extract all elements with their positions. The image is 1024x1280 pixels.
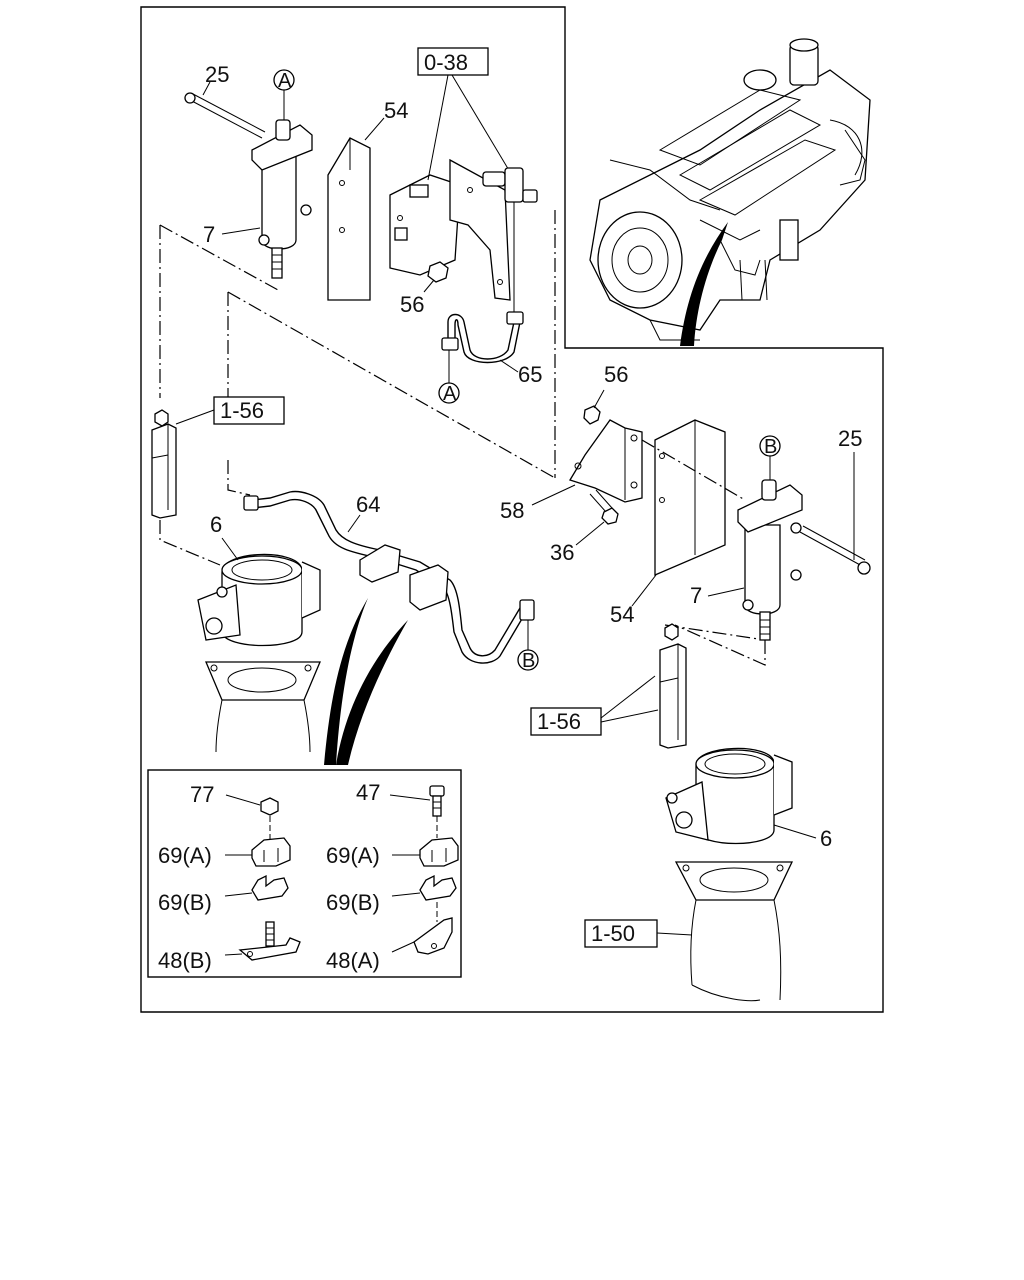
callout-a-bottom: A xyxy=(443,383,457,405)
callout-54-right: 54 xyxy=(610,602,634,627)
inset-label-69b-right: 69(B) xyxy=(326,890,380,915)
leader-dashed-9 xyxy=(664,624,766,641)
leader-dashed-1 xyxy=(159,224,279,291)
inset-label-47: 47 xyxy=(356,780,380,805)
sensor-rod-left xyxy=(151,409,177,519)
callout-36: 36 xyxy=(550,540,574,565)
inset-bolt-47 xyxy=(389,785,445,817)
bracket-54-top xyxy=(327,137,371,301)
bolt-25-top-left xyxy=(184,81,266,139)
pipe-65 xyxy=(441,311,524,364)
inset-label-69a-left: 69(A) xyxy=(158,843,212,868)
actuator-top-left xyxy=(251,119,313,279)
actuator-right xyxy=(737,479,803,641)
inset-clamp-69b-right xyxy=(391,874,457,901)
inset-label-48b: 48(B) xyxy=(158,948,212,973)
bolt-25-right xyxy=(799,525,871,575)
callout-56-top: 56 xyxy=(400,292,424,317)
sensor-rod-right xyxy=(659,623,687,749)
bracket-54-right xyxy=(654,419,726,576)
tee-fitting xyxy=(482,167,538,318)
engine-pointer xyxy=(680,222,728,346)
ref-box-1-56-left xyxy=(213,396,285,425)
callout-6-left: 6 xyxy=(210,512,222,537)
inset-nut-77 xyxy=(225,794,279,816)
callout-7-right: 7 xyxy=(690,583,702,608)
exhaust-valve-left xyxy=(197,553,321,753)
callout-0-38: 0-38 xyxy=(424,50,468,75)
inset-label-48a: 48(A) xyxy=(326,948,380,973)
leader-dashed-6 xyxy=(159,520,221,566)
callout-25-right: 25 xyxy=(838,426,862,451)
callout-6-right: 6 xyxy=(820,826,832,851)
inset-bracket-48a xyxy=(391,902,453,955)
leader-dashed-10 xyxy=(674,624,766,666)
inset-clamp-69a-left xyxy=(225,837,291,867)
callout-64: 64 xyxy=(356,492,380,517)
engine-illustration xyxy=(589,38,871,341)
inset-clamp-69a-right xyxy=(392,837,459,867)
bolt-36 xyxy=(589,489,619,525)
callout-a-top: A xyxy=(278,70,292,92)
callout-54-top: 54 xyxy=(384,98,408,123)
inset-pointer xyxy=(324,598,368,765)
ref-box-0-38 xyxy=(417,47,489,76)
leader-dashed-8 xyxy=(641,439,746,501)
nut-56-top xyxy=(427,261,449,283)
inset-label-69b-left: 69(B) xyxy=(158,890,212,915)
inset-box xyxy=(147,769,462,978)
callout-b-left: B xyxy=(522,650,535,672)
callout-56-right: 56 xyxy=(604,362,628,387)
callout-1-56-left: 1-56 xyxy=(220,398,264,423)
ref-box-1-56-right xyxy=(530,707,602,736)
exhaust-valve-right xyxy=(665,747,794,1002)
pipe-64 xyxy=(243,490,535,664)
bracket-58 xyxy=(569,419,643,503)
callout-1-50: 1-50 xyxy=(591,921,635,946)
inset-stud-48b xyxy=(224,921,301,961)
leader-dashed-7 xyxy=(227,460,251,496)
inset-pointer-2 xyxy=(336,620,408,765)
diagram-frame xyxy=(140,6,884,1013)
leader-dashed-3 xyxy=(227,291,556,479)
inset-label-69a-right: 69(A) xyxy=(326,843,380,868)
mounting-plate xyxy=(389,158,511,301)
nut-56-right xyxy=(583,405,601,425)
inset-clamp-69b-left xyxy=(224,874,289,901)
callout-58: 58 xyxy=(500,498,524,523)
callout-1-56-right: 1-56 xyxy=(537,709,581,734)
ref-box-1-50 xyxy=(584,919,658,948)
callout-25-top-left: 25 xyxy=(205,62,229,87)
inset-label-77: 77 xyxy=(190,782,214,807)
callout-65: 65 xyxy=(518,362,542,387)
callout-b-right: B xyxy=(764,436,777,458)
callout-7-top-left: 7 xyxy=(203,222,215,247)
